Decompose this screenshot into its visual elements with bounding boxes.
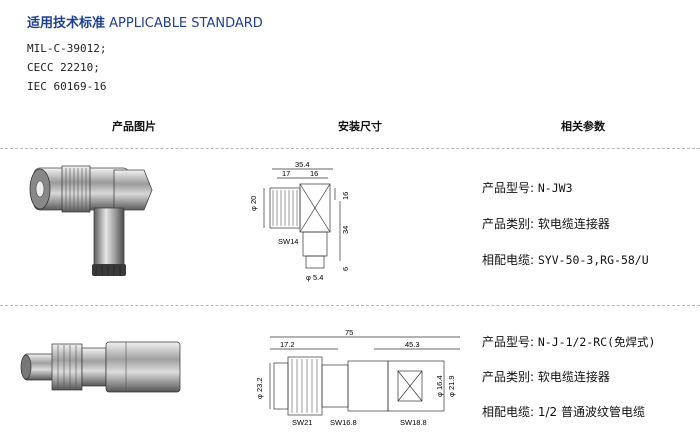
dim-label: SW18.8	[400, 418, 427, 427]
dimension-drawing-n-j-1-2-rc: 75 17.2 45.3 φ 23.2 φ 16.4 φ 21.9 SW21 S…	[255, 328, 460, 427]
page-title: 适用技术标准 APPLICABLE STANDARD	[27, 12, 263, 31]
param-label: 产品类别:	[482, 370, 535, 384]
column-header-parameters: 相关参数	[561, 120, 605, 133]
param-label: 产品型号:	[482, 181, 535, 195]
param-label: 相配电缆:	[482, 405, 535, 419]
param-model: 产品型号: N-J-1/2-RC(免焊式)	[482, 333, 655, 350]
dimension-drawing-n-jw3: 35.4 17 16 φ 20 16 34 SW14 6 φ 5.4	[249, 160, 350, 282]
standard-item: MIL-C-39012;	[27, 42, 107, 55]
dim-label: 45.3	[405, 340, 420, 349]
dim-label: φ 20	[249, 196, 258, 211]
row-divider	[0, 305, 700, 306]
title-english: APPLICABLE STANDARD	[109, 16, 263, 31]
param-value: N-J-1/2-RC(免焊式)	[537, 335, 656, 349]
param-value: SYV-50-3,RG-58/U	[537, 253, 649, 267]
dim-label: 16	[341, 192, 350, 200]
row-divider	[0, 148, 700, 149]
param-cable: 相配电缆: SYV-50-3,RG-58/U	[482, 251, 649, 268]
param-type: 产品类别: 软电缆连接器	[482, 215, 610, 232]
standard-item: CECC 22210;	[27, 61, 100, 74]
title-chinese: 适用技术标准	[27, 16, 106, 31]
product-image-n-j-1-2-rc	[20, 341, 181, 393]
param-label: 相配电缆:	[482, 253, 535, 267]
dim-label: SW21	[292, 418, 312, 427]
param-model: 产品型号: N-JW3	[482, 179, 573, 196]
standard-item: IEC 60169-16	[27, 80, 107, 93]
dim-label: φ 16.4	[435, 375, 444, 397]
param-value: 1/2 普通波纹管电缆	[537, 405, 646, 419]
dim-label: 16	[310, 169, 318, 178]
dim-label: 34	[341, 226, 350, 234]
dim-label: 35.4	[295, 160, 310, 169]
column-header-image: 产品图片	[112, 120, 156, 133]
dim-label: φ 5.4	[306, 273, 323, 282]
dim-label: φ 21.9	[447, 375, 456, 397]
param-value: 软电缆连接器	[537, 217, 610, 231]
dim-label: 6	[341, 267, 350, 271]
dim-label: SW14	[278, 237, 298, 246]
dim-label: φ 23.2	[255, 377, 264, 399]
param-label: 产品类别:	[482, 217, 535, 231]
product-image-n-jw3	[29, 165, 153, 276]
param-label: 产品型号:	[482, 335, 535, 349]
dim-label: SW16.8	[330, 418, 357, 427]
dim-label: 17	[282, 169, 290, 178]
column-header-dimensions: 安装尺寸	[338, 120, 382, 133]
dim-label: 75	[345, 328, 353, 337]
param-type: 产品类别: 软电缆连接器	[482, 368, 610, 385]
param-value: 软电缆连接器	[537, 370, 610, 384]
param-value: N-JW3	[537, 181, 573, 195]
dim-label: 17.2	[280, 340, 295, 349]
param-cable: 相配电缆: 1/2 普通波纹管电缆	[482, 403, 645, 420]
